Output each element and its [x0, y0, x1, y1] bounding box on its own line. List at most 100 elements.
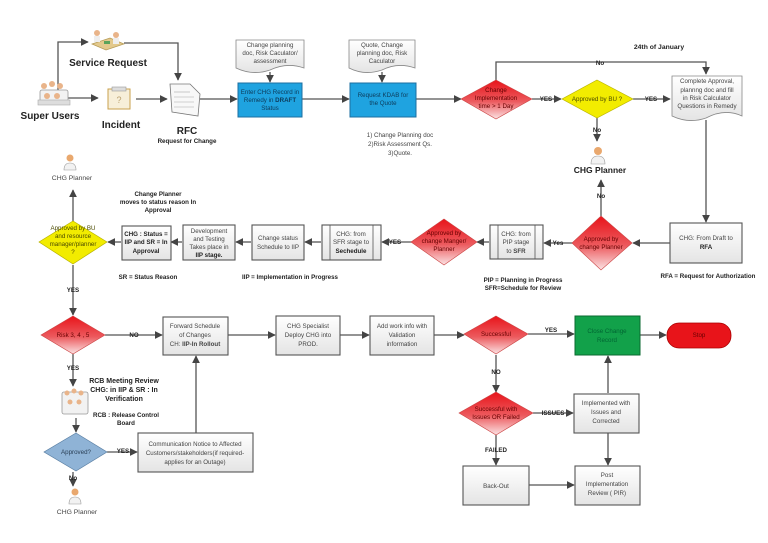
box-text: Enter CHG Record in [241, 89, 300, 96]
rcb-definition: Board [117, 420, 135, 427]
edge-label-yes: YES [389, 239, 401, 246]
decision-text: Approved by BU ? [572, 96, 623, 103]
iip-definition: IIP = Implementation in Progress [242, 274, 339, 281]
edge-label-yes: YES [540, 96, 552, 103]
box-text: Approval [133, 248, 160, 255]
enter-chg-record-box: Enter CHG Record in Remedy in DRAFT Stat… [237, 82, 303, 118]
box-text: CH: IIP-In Rollout [170, 341, 221, 348]
box-text: Implementation [586, 481, 629, 488]
box-text: Review ( PIR) [588, 490, 626, 497]
decision-approved-manager: Approved by change Manger/ Planner [410, 218, 478, 266]
box-text: Change status [258, 235, 298, 242]
decision-impl-time: Change Implementation time > 1 Day [460, 79, 533, 120]
box-text: Customers/stakeholders(if required- [146, 450, 244, 457]
edge-label-failed: FAILED [485, 447, 508, 454]
box-text: PROD. [298, 341, 318, 348]
pip-definition: PIP = Planning in Progress [484, 277, 563, 284]
box-text: to SFR [506, 248, 526, 255]
rcb-meeting-icon [61, 388, 89, 415]
rcb-meeting-note: Verification [105, 396, 143, 403]
chg-planner-label: CHG Planner [574, 165, 627, 175]
edge-label-yes: YES [117, 448, 129, 455]
decision-text: change Planner [579, 244, 622, 251]
rfc-label: RFC [177, 126, 198, 137]
pir-box: Post Implementation Review ( PIR) [574, 465, 641, 506]
incident-icon: ? [107, 86, 131, 110]
decision-text: and resource [55, 233, 92, 240]
doc-text: assessment [253, 58, 286, 65]
doc-text: Complete Approval, [680, 78, 734, 85]
close-change-box: Close Change Record [574, 315, 641, 356]
request-kdab-box: Request KDAB for the Quote [349, 82, 417, 118]
box-text: RFA [700, 244, 713, 251]
doc-text: Change planning [247, 42, 294, 49]
decision-text: Change [485, 87, 507, 94]
edge-label-yes: YES [67, 287, 79, 294]
stop-text: Stop [693, 332, 706, 339]
decision-text: Planner [433, 246, 454, 253]
edge-label-no: No [69, 475, 77, 482]
box-text: the Quote [369, 100, 397, 107]
doc-quote: Quote, Change planning doc, Risk Caculat… [348, 39, 416, 73]
service-request-icon [91, 30, 125, 51]
planner-moves-note: Change Planner [134, 191, 182, 198]
rcb-definition: RCB : Release Control [93, 412, 159, 419]
decision-text: Approved by [427, 230, 463, 237]
super-users-icon [37, 81, 71, 106]
box-text: Forward Schedule [170, 323, 221, 330]
edge-label-no: No [593, 127, 601, 134]
forward-schedule-box: Forward Schedule of Changes CH: IIP-In R… [162, 316, 229, 356]
edge-label-no: No [596, 60, 604, 67]
edge-label-no: NO [491, 369, 500, 376]
decision-risk: Risk 3, 4 , 5 [40, 315, 106, 355]
box-text: Close Change [587, 328, 627, 335]
decision-issues-failed: Successful with Issues OR Failed [458, 391, 534, 436]
rcb-meeting-note: CHG: in IIP & SR : In [90, 387, 158, 394]
sr-definition: SR = Status Reason [119, 274, 178, 281]
box-text: Schedule to IIP [257, 244, 299, 251]
box-text: CHG: from [501, 231, 531, 238]
box-text: CHG Specialist [287, 323, 329, 330]
box-text: Record [597, 337, 618, 344]
decision-text: manager/planner [50, 241, 97, 248]
decision-text: change Manger/ [422, 238, 467, 245]
box-text: Validation [389, 332, 416, 339]
doc-text: in Risk Calculator [683, 95, 731, 102]
doc-text: Questions in Remedy [677, 103, 737, 110]
box-text: Post [601, 472, 614, 479]
box-text: Issues and [591, 409, 621, 416]
work-info-box: Add work info with Validation informatio… [369, 315, 435, 356]
svg-text:?: ? [116, 95, 121, 105]
box-text: Back-Out [483, 483, 509, 490]
box-text: IIP stage. [195, 252, 222, 259]
box-text: of Changes [179, 332, 211, 339]
date-note: 24th of January [634, 44, 684, 51]
box-text: Request KDAB for [358, 92, 409, 99]
edge-label-yes: YES [645, 96, 657, 103]
decision-successful: Successful [463, 315, 529, 355]
incident-label: Incident [102, 120, 141, 131]
stop-terminal: Stop [666, 322, 732, 349]
box-text: CHG: from [336, 231, 366, 238]
edge-label-no: NO [129, 332, 138, 339]
box-text: Implemented with [582, 400, 631, 407]
box-text: Corrected [592, 418, 620, 425]
deploy-box: CHG Specialist Deploy CHG into PROD. [275, 315, 341, 356]
status-iip-box: CHG : Status = IIP and SR = In Approval [121, 225, 172, 261]
checklist-note: 2)Risk Assessment Qs. [368, 141, 432, 148]
box-text: Status [261, 105, 279, 112]
rcb-meeting-note: RCB Meeting Review [89, 378, 159, 385]
implemented-issues-box: Implemented with Issues and Corrected [573, 393, 640, 434]
decision-text: Approved by [584, 236, 620, 243]
doc-change-planning: Change planning doc, Risk Caculator/ ass… [235, 39, 305, 73]
box-text: Takes place in [189, 244, 229, 251]
decision-text: Successful with [475, 406, 518, 413]
doc-complete-approval: Complete Approval, plannng doc and fill … [671, 75, 743, 121]
chg-planner-icon [590, 147, 606, 165]
planner-moves-note: Approval [145, 207, 172, 214]
box-text: Development [191, 228, 228, 235]
box-text: CHG : Status = [124, 231, 168, 238]
box-text: and Testing [193, 236, 225, 243]
chg-planner-label: CHG Planner [57, 509, 98, 516]
